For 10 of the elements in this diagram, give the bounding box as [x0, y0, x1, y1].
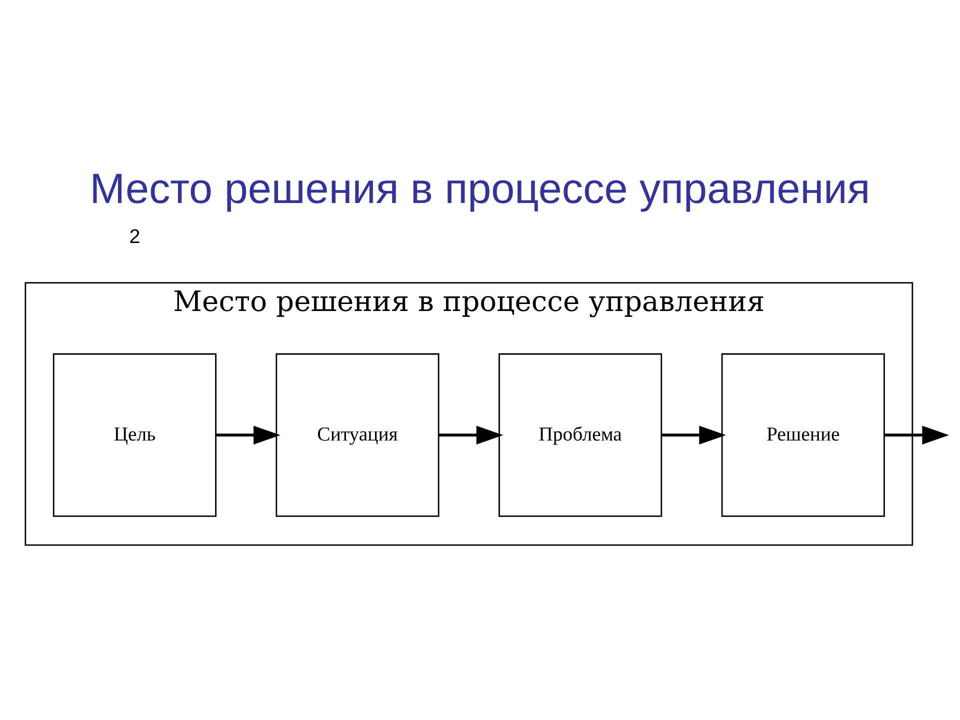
label: 2: [129, 226, 140, 248]
arrow: [216, 426, 280, 444]
arrow: [438, 426, 504, 444]
node-box: Ситуация: [276, 353, 440, 517]
node-box: Цель: [52, 353, 216, 517]
arrow: [884, 426, 950, 444]
node-box: Решение: [721, 353, 885, 517]
diagram-title: Место решения в процессе управления: [90, 165, 870, 212]
node-box: Проблема: [498, 353, 662, 517]
arrow: [662, 426, 726, 444]
